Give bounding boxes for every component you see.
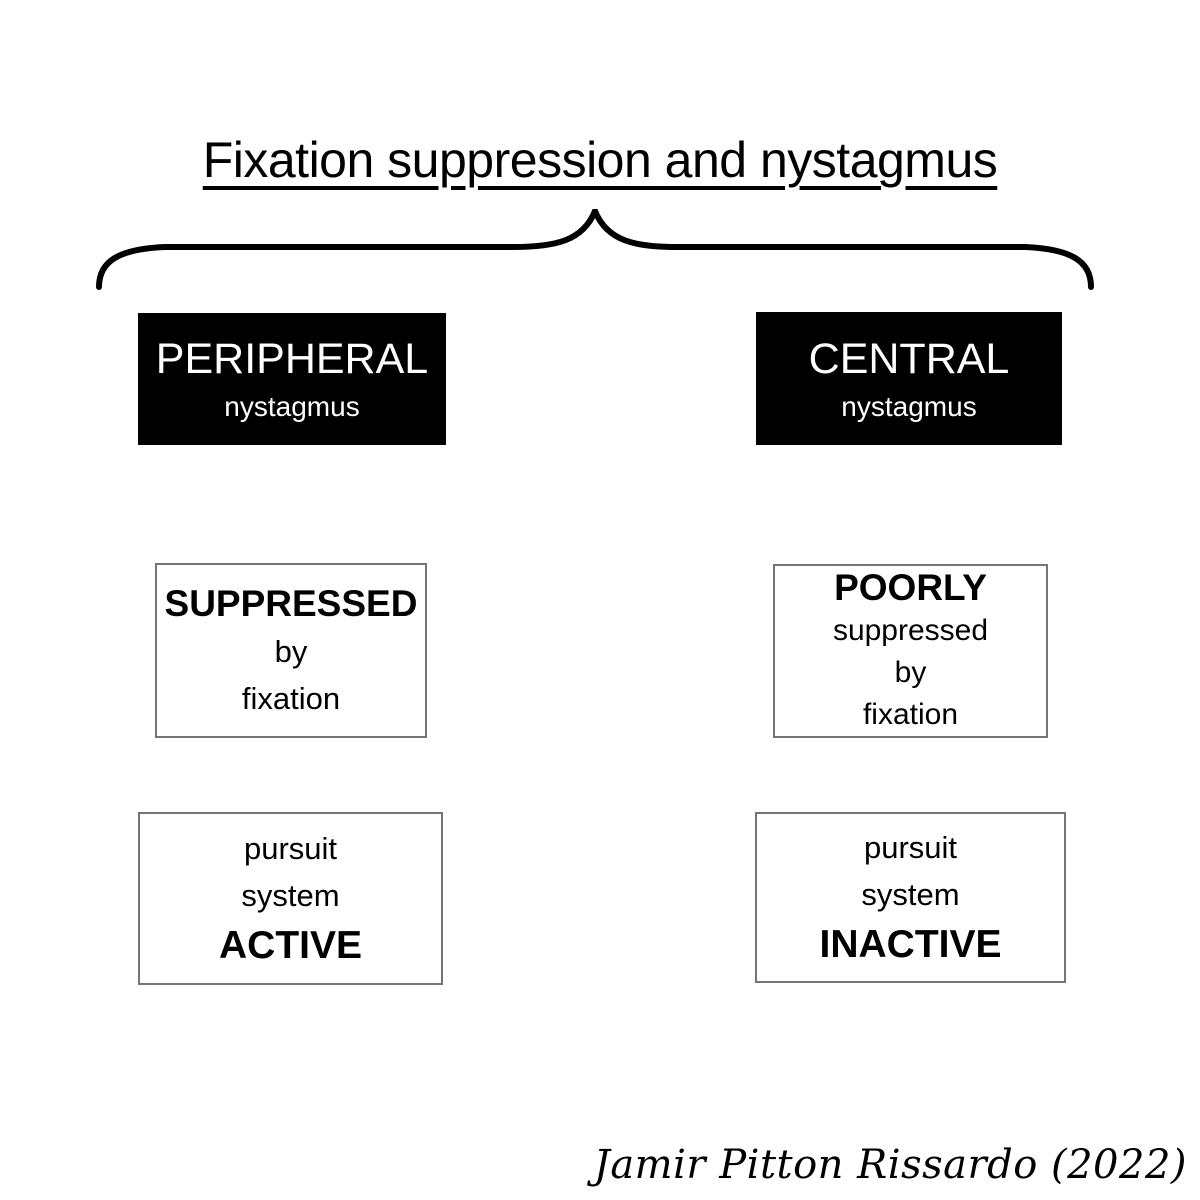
page-title: Fixation suppression and nystagmus [202,132,998,188]
central-header-sublabel: nystagmus [841,390,977,422]
peripheral-pursuit-status: ACTIVE [218,923,362,967]
peripheral-suppression-box: SUPPRESSED by fixation [155,563,427,738]
central-suppression-line: POORLY [834,567,987,608]
peripheral-suppression-line: fixation [241,680,341,716]
central-pursuit-line: system [861,876,960,912]
curly-brace-icon [96,209,1094,290]
peripheral-pursuit-line: pursuit [243,830,338,866]
central-suppression-line: fixation [862,698,959,731]
central-pursuit-box: pursuit system INACTIVE [755,812,1066,983]
central-pursuit-status: INACTIVE [819,922,1002,966]
peripheral-pursuit-line: system [241,877,340,913]
brace-graphic [95,209,1095,293]
peripheral-pursuit-box: pursuit system ACTIVE [138,812,443,985]
central-pursuit-line: pursuit [863,829,958,865]
central-suppression-box: POORLY suppressed by fixation [773,564,1048,738]
peripheral-suppression-line: SUPPRESSED [164,582,418,624]
peripheral-header-box: PERIPHERAL nystagmus [138,313,446,445]
central-suppression-line: by [894,656,927,689]
central-header-box: CENTRAL nystagmus [756,312,1062,445]
author-signature: Jamir Pitton Rissardo (2022) [593,1142,1187,1188]
central-suppression-line: suppressed [832,614,989,647]
peripheral-suppression-line: by [274,633,308,669]
peripheral-header-label: PERIPHERAL [155,335,429,383]
peripheral-header-sublabel: nystagmus [224,391,360,422]
central-header-label: CENTRAL [808,334,1010,383]
